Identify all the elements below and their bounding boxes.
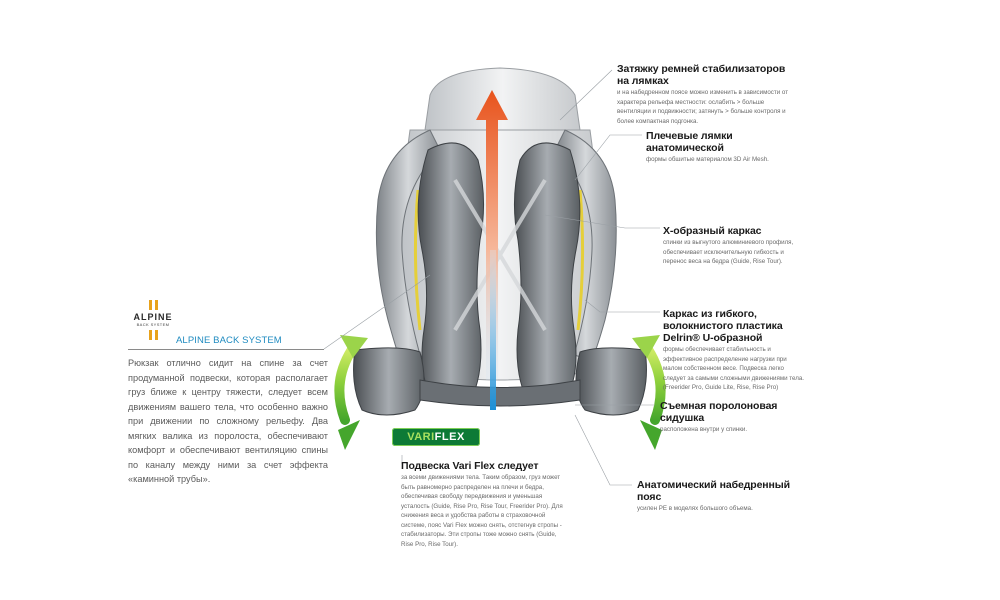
callout-description: и на набедренном поясе можно изменить в … <box>617 89 789 125</box>
leader-line-intro <box>323 274 431 350</box>
callout-title: Анатомический набедренный пояс <box>637 479 791 503</box>
callout-title: Затяжку ремней стабилизаторов на лямках <box>617 63 786 87</box>
callout-hip-belt: Анатомический набедренный пояс усилен PE… <box>637 479 797 514</box>
leader-line-hip-belt <box>574 414 632 486</box>
callout-title: Плечевые лямки анатомической <box>646 130 733 154</box>
callout-title: Х-образный каркас <box>663 225 762 237</box>
leader-line-x-frame <box>544 214 660 229</box>
variflex-prefix: VARI <box>407 431 435 443</box>
logo-name: ALPINE <box>133 312 173 322</box>
logo-bars-top <box>128 300 178 310</box>
logo-subtitle: BACK SYSTEM <box>136 322 170 327</box>
callout-description: за всеми движениями тела. Таким образом,… <box>401 474 563 548</box>
intro-divider <box>128 349 324 350</box>
intro-title: ALPINE BACK SYSTEM <box>176 335 282 346</box>
alpine-logo: ALPINE BACK SYSTEM <box>128 300 178 340</box>
callout-title: Подвеска Vari Flex следует <box>401 460 539 472</box>
callout-description: формы обшитые материалом 3D Air Mesh. <box>646 156 769 163</box>
callout-description: формы обеспечивает стабильность и эффект… <box>663 346 805 391</box>
callout-description: расположена внутри у спинки. <box>660 426 748 433</box>
intro-body: Рюкзак отлично сидит на спине за счет пр… <box>128 358 328 484</box>
variflex-badge: VARIFLEX <box>392 428 480 446</box>
callout-description: спинки из выгнутого алюминиевого профиля… <box>663 239 794 265</box>
callout-variflex: Подвеска Vari Flex следует за всеми движ… <box>401 460 566 549</box>
callout-seat-pad: Съемная поролоновая сидушка расположена … <box>660 400 810 435</box>
variflex-suffix: FLEX <box>434 431 465 443</box>
leader-line-stabilizers <box>559 69 613 121</box>
leader-line-shoulder-straps <box>574 134 642 181</box>
logo-bars-bottom <box>128 330 178 340</box>
callout-title: Съемная поролоновая сидушка <box>660 400 778 424</box>
leader-line-delrin-frame <box>584 299 660 313</box>
callout-title: Каркас из гибкого, волокнистого пластика… <box>663 308 783 344</box>
callout-delrin-frame: Каркас из гибкого, волокнистого пластика… <box>663 308 805 393</box>
callout-x-frame: Х-образный каркас спинки из выгнутого ал… <box>663 225 805 267</box>
callout-shoulder-straps: Плечевые лямки анатомической формы обшит… <box>646 130 806 165</box>
callout-description: усилен PE в моделях большого объема. <box>637 505 753 512</box>
callout-stabilizers: Затяжку ремней стабилизаторов на лямках … <box>617 63 789 126</box>
